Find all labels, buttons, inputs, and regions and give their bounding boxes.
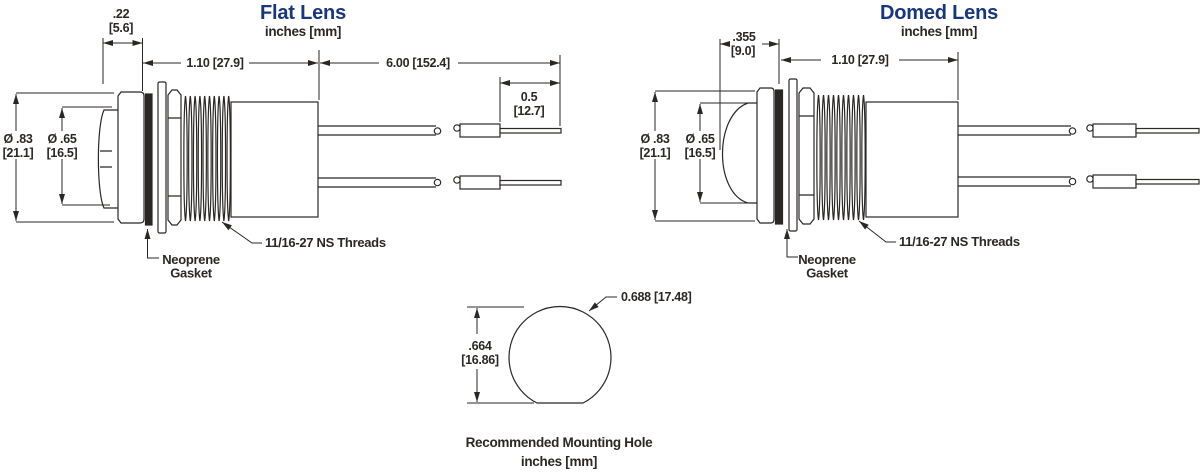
hole-dim-dia: 0.688 [17.48]: [621, 290, 692, 304]
flat-gasket-leader: [144, 229, 159, 259]
flat-threads: [183, 95, 231, 222]
flat-wire-top-break2: [453, 124, 461, 132]
domed-lens-drawing: Domed Lens inches [mm] .355 [9.0] 1.10 […: [640, 2, 1200, 281]
domed-wire-top: [958, 125, 1071, 136]
domed-wire-bottom-bare: [1135, 178, 1200, 185]
domed-dim-body-len: 1.10 [27.9]: [831, 53, 888, 67]
domed-thread-label: 11/16-27 NS Threads: [899, 234, 1020, 249]
flat-hex-nut: [167, 89, 182, 226]
flat-dim-body-len: 1.10 [27.9]: [186, 56, 243, 70]
domed-wire-bottom: [958, 176, 1071, 187]
domed-dim-dome-in: .355: [732, 30, 755, 44]
flat-lens-drawing: Flat Lens inches [mm] .22 [5.6] 1.10 [27…: [3, 2, 562, 281]
domed-bezel: [756, 87, 775, 224]
flat-ext-lines-top: [102, 38, 143, 91]
flat-dim-lens-mm: [16.5]: [47, 146, 78, 160]
flat-washer: [157, 81, 167, 234]
domed-wire-bottom-break: [1068, 177, 1077, 186]
domed-gasket-label-1: Neoprene: [798, 252, 856, 267]
flat-dim-lens-in: Ø .65: [47, 132, 76, 146]
flat-dim-wire-len: 6.00 [152.4]: [386, 56, 450, 70]
domed-hex-nut-facets: [799, 115, 814, 196]
mounting-hole-outline: [508, 305, 612, 404]
domed-threads: [816, 94, 866, 221]
flat-units: inches [mm]: [265, 24, 341, 39]
hole-dim-h-in: .664: [468, 339, 491, 353]
domed-wire-top-break2: [1086, 124, 1094, 132]
hole-caption: Recommended Mounting Hole: [466, 435, 654, 450]
flat-neoprene-gasket-bar: [144, 93, 153, 226]
flat-body: [230, 101, 319, 218]
hole-dia-leader: [588, 296, 617, 312]
domed-wire-bottom-break2: [1086, 175, 1094, 183]
domed-dim-od-in: Ø .83: [640, 132, 669, 146]
domed-wire-top-break: [1068, 127, 1077, 135]
hole-ext-lines: [467, 306, 534, 404]
flat-gasket-label-2: Gasket: [170, 266, 213, 281]
domed-lens-face: [722, 102, 757, 204]
flat-ext-od: [16, 92, 114, 223]
flat-title: Flat Lens: [260, 2, 346, 24]
hole-dim-h-mm: [16.86]: [461, 353, 499, 367]
domed-ext-od: [655, 90, 755, 222]
flat-wire-bottom: [318, 177, 436, 188]
flat-dim-od-mm: [21.1]: [3, 146, 34, 160]
flat-wire-top: [318, 125, 436, 136]
domed-wire-top-bare: [1135, 127, 1200, 134]
domed-wire-top-insulation: [1092, 123, 1137, 138]
flat-thread-label: 11/16-27 NS Threads: [265, 235, 386, 250]
domed-body: [865, 101, 959, 218]
flat-wire-bottom-insulation: [459, 175, 501, 190]
mounting-hole-drawing: 0.688 [17.48] .664 [16.86] Recommended M…: [461, 290, 692, 469]
flat-dim-lens-depth-mm: [5.6]: [109, 21, 133, 35]
domed-dim-dome-mm: [9.0]: [731, 44, 755, 58]
flat-dim-lens-depth-in: .22: [113, 7, 130, 21]
domed-wire-bottom-insulation: [1092, 174, 1137, 189]
flat-dim-od-in: Ø .83: [3, 132, 32, 146]
flat-threads-leader: [221, 221, 262, 244]
flat-wire-top-insulation: [459, 123, 501, 138]
domed-hex-nut: [798, 87, 815, 225]
domed-neoprene-gasket-bar: [774, 89, 784, 225]
flat-wire-top-break: [433, 127, 442, 135]
flat-wire-top-bare: [499, 127, 562, 134]
domed-dim-lens-mm: [16.5]: [685, 146, 716, 160]
domed-units: inches [mm]: [901, 24, 977, 39]
flat-bezel: [117, 91, 145, 224]
domed-ext-dome: [719, 39, 780, 150]
hole-units: inches [mm]: [521, 454, 597, 469]
domed-dim-lens-in: Ø .65: [685, 132, 714, 146]
flat-hex-nut-facets: [168, 117, 181, 197]
flat-wire-bottom-bare: [499, 179, 562, 186]
domed-title: Domed Lens: [880, 2, 998, 24]
flat-dim-strip-in: 0.5: [521, 90, 538, 104]
flat-wire-bottom-break2: [453, 176, 461, 184]
flat-lens-face: [97, 109, 118, 209]
flat-ext-lensdia: [62, 106, 112, 206]
domed-washer: [788, 78, 798, 232]
domed-gasket-leader: [784, 229, 798, 258]
domed-gasket-label-2: Gasket: [806, 266, 849, 281]
flat-lens-face-ticks: [100, 150, 112, 168]
flat-wire-bottom-break: [433, 178, 442, 187]
domed-threads-leader: [858, 220, 896, 243]
flat-dim-strip-mm: [12.7]: [514, 104, 545, 118]
flat-gasket-label-1: Neoprene: [162, 252, 220, 267]
domed-ext-lensdia: [700, 102, 748, 204]
domed-dim-od-mm: [21.1]: [640, 146, 671, 160]
